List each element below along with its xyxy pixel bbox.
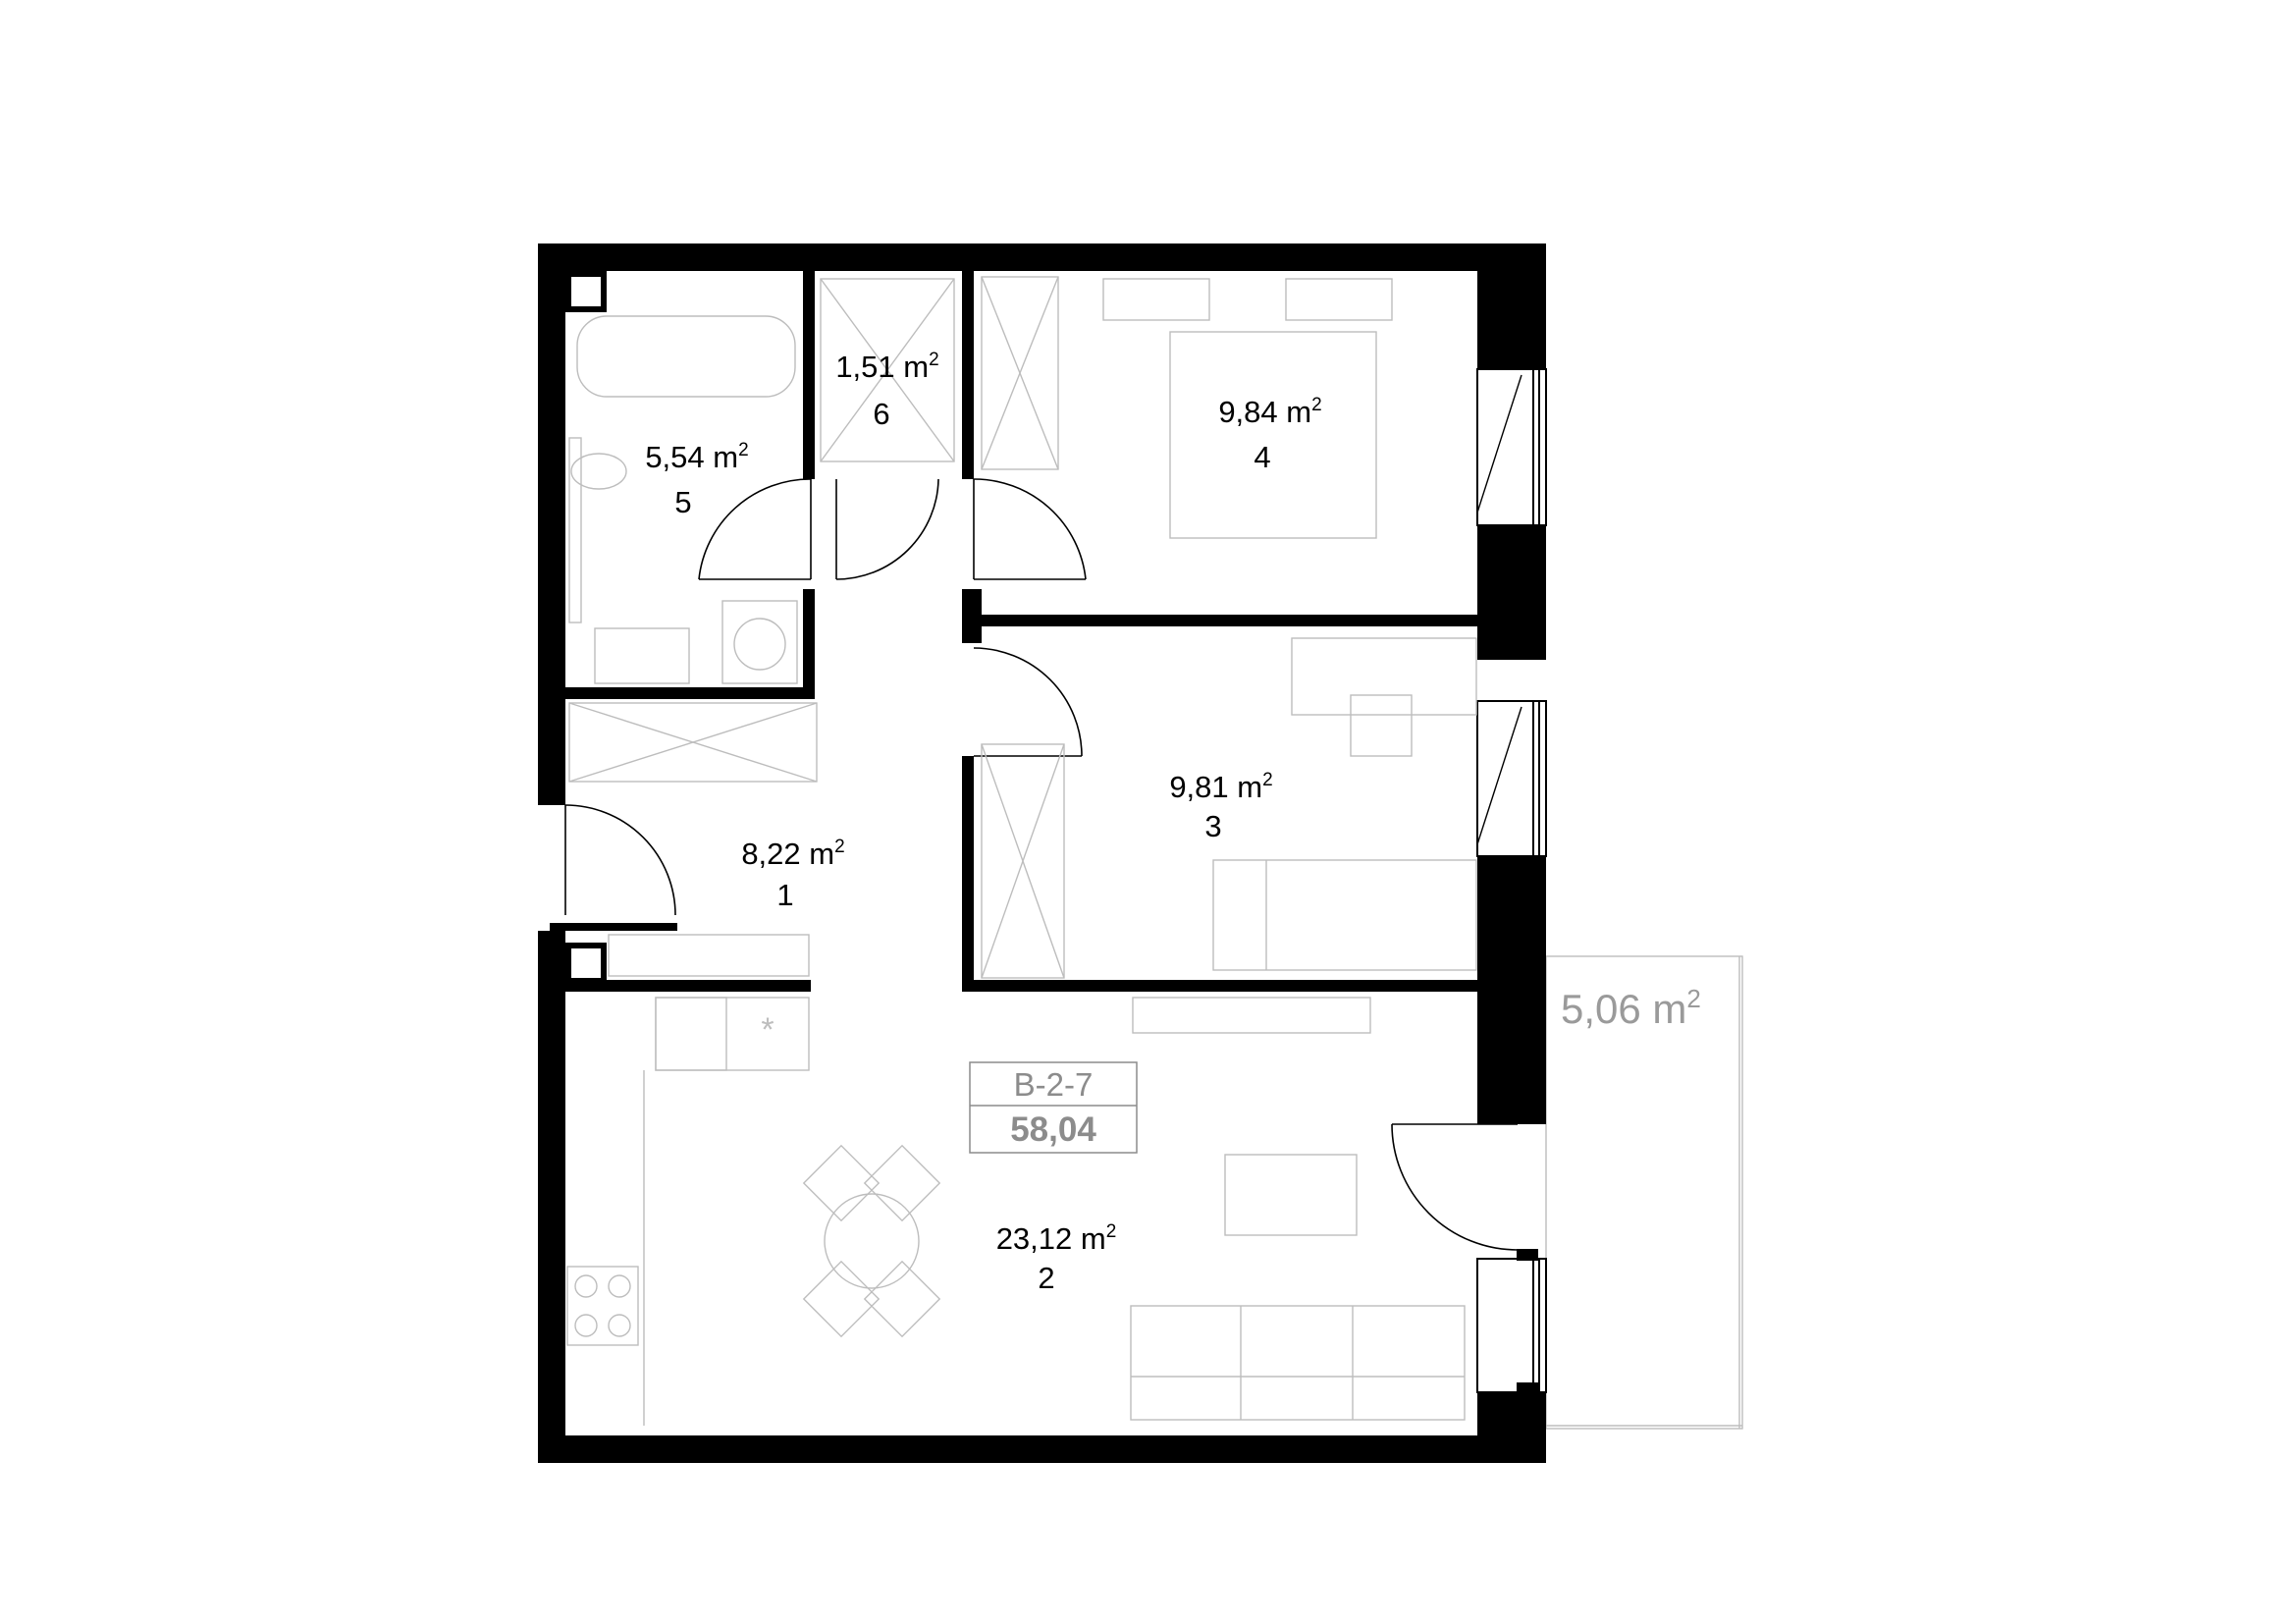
svg-text:1,51 m2: 1,51 m2 [835, 350, 938, 384]
desk-chair [1350, 694, 1413, 757]
shoe-cabinet [608, 934, 810, 977]
appliance-mark-icon: * [761, 1011, 774, 1049]
room-label-1: 8,22 m2 1 [741, 837, 844, 912]
room-1-area: 8,22 [741, 837, 800, 871]
svg-text:8,22 m2: 8,22 m2 [741, 837, 844, 871]
room-4-number: 4 [1254, 440, 1270, 474]
room-label-4: 9,84 m2 4 [1218, 395, 1321, 474]
svg-text:5,54 m2: 5,54 m2 [645, 440, 748, 474]
svg-text:23,12 m2: 23,12 m2 [996, 1221, 1117, 1256]
room-5-number: 5 [674, 485, 691, 519]
room-1-sup: 2 [834, 837, 845, 857]
balcony-outline [1545, 955, 1743, 1430]
room-3-number: 3 [1204, 809, 1221, 843]
kitchen-sink [655, 997, 727, 1071]
room-6-area: 1,51 [835, 350, 894, 384]
bed-3 [1212, 859, 1477, 971]
desk [1291, 637, 1477, 716]
balcony [1545, 955, 1743, 1430]
svg-text:9,84 m2: 9,84 m2 [1218, 395, 1321, 429]
room-2-area: 23,12 [996, 1221, 1073, 1256]
bed-4 [1169, 331, 1377, 539]
toilet [570, 453, 627, 490]
room-5-unit: m [713, 440, 738, 474]
room-2-sup: 2 [1106, 1221, 1117, 1242]
room-3-area: 9,81 [1169, 770, 1228, 804]
room-label-6: 1,51 m2 6 [835, 350, 938, 431]
balcony-area: 5,06 m [1561, 986, 1686, 1032]
room-label-2: 23,12 m2 2 [996, 1221, 1117, 1295]
room-2-unit: m [1081, 1221, 1106, 1256]
apartment-code: B-2-7 [1014, 1066, 1094, 1103]
room-2-number: 2 [1038, 1261, 1054, 1295]
tv-stand [1132, 997, 1371, 1034]
bath-sink [594, 627, 690, 684]
room-3-unit: m [1237, 770, 1262, 804]
interior-walls [550, 271, 1477, 992]
room-4-area: 9,84 [1218, 395, 1277, 429]
room-4-unit: m [1286, 395, 1311, 429]
coffee-table [1224, 1154, 1358, 1236]
room-6-sup: 2 [929, 350, 939, 370]
sofa [1130, 1305, 1466, 1421]
room-label-5: 5,54 m2 5 [645, 440, 748, 519]
apartment-total-area: 58,04 [1010, 1110, 1096, 1149]
windows [1476, 368, 1547, 1394]
closet-3 [981, 743, 1065, 979]
stove [566, 1266, 639, 1346]
bathtub [576, 315, 796, 398]
balcony-label: 5,06 m2 [1561, 984, 1701, 1032]
kitchen-counter [655, 997, 810, 1071]
furniture [566, 276, 1477, 1426]
washing-machine [721, 600, 798, 684]
closet-6 [820, 278, 955, 462]
dining-table [824, 1193, 920, 1289]
radiator [568, 437, 582, 623]
room-1-unit: m [809, 837, 834, 871]
apartment-badge: B-2-7 58,04 [969, 1061, 1138, 1154]
room-label-3: 9,81 m2 3 [1169, 770, 1272, 843]
room-4-sup: 2 [1311, 395, 1322, 415]
room-5-area: 5,54 [645, 440, 704, 474]
balcony-sup: 2 [1686, 984, 1700, 1013]
room-5-sup: 2 [738, 440, 749, 460]
room-6-number: 6 [873, 397, 889, 431]
room-6-unit: m [903, 350, 929, 384]
closet-4 [981, 276, 1059, 470]
hall-wardrobe [568, 702, 818, 783]
exterior-walls [538, 243, 1546, 1463]
svg-text:9,81 m2: 9,81 m2 [1169, 770, 1272, 804]
room-1-number: 1 [776, 878, 793, 912]
room-3-sup: 2 [1262, 770, 1273, 790]
